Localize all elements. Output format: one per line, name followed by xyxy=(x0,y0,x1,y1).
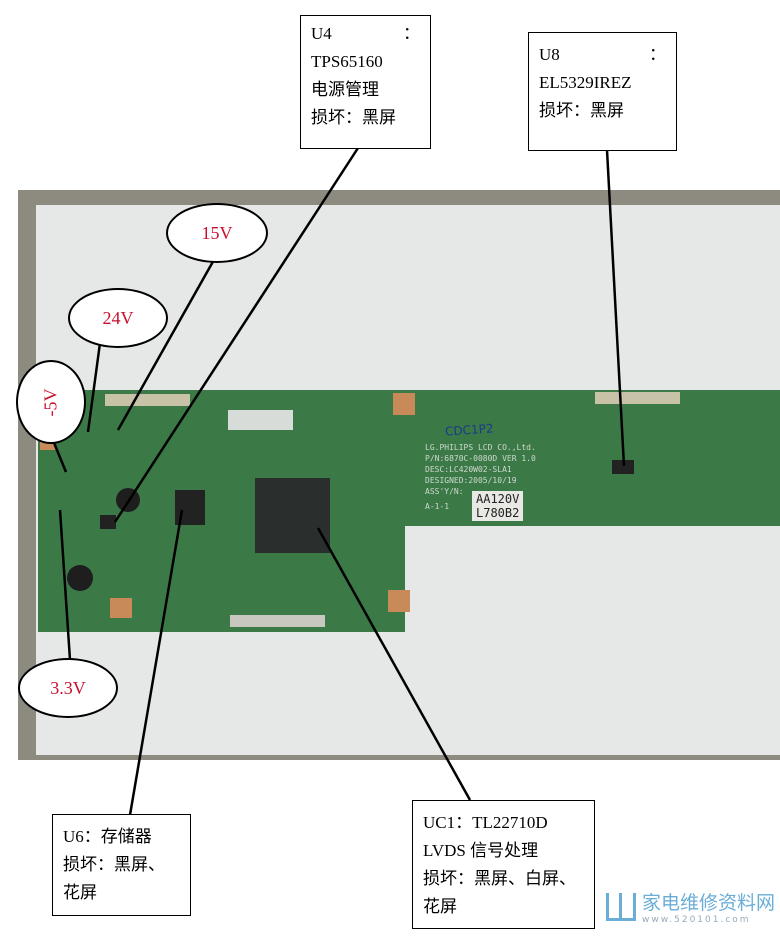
callout-title: U4 xyxy=(311,24,332,43)
chip-u4 xyxy=(100,515,116,529)
silk-line: LG.PHILIPS LCD CO.,Ltd. xyxy=(425,443,536,452)
callout-function: 电源管理 xyxy=(311,80,379,99)
callout-fault-cont: 花屏 xyxy=(423,897,457,916)
mount-pad xyxy=(388,590,410,612)
voltage-24v: 24V xyxy=(68,288,168,348)
callout-u6: U6：存储器 损坏：黑屏、 花屏 xyxy=(52,814,191,916)
colon: ： xyxy=(403,24,420,43)
book-icon xyxy=(606,892,636,921)
sticker-line: AA120V xyxy=(476,492,520,506)
callout-part: EL5329IREZ xyxy=(539,73,632,92)
callout-function: LVDS 信号处理 xyxy=(423,841,539,860)
inductor xyxy=(67,565,93,591)
white-pad xyxy=(228,410,293,430)
pcb-board xyxy=(38,390,780,632)
silk-line: ASS'Y/N: xyxy=(425,487,464,496)
callout-fault: 损坏：黑屏 xyxy=(539,101,624,120)
callout-part: TPS65160 xyxy=(311,52,383,71)
callout-fault: 损坏：黑屏 xyxy=(311,108,396,127)
sticker-line: L780B2 xyxy=(476,506,520,520)
callout-title: U6：存储器 xyxy=(63,827,152,846)
mount-pad xyxy=(393,393,415,415)
chip-uc1 xyxy=(255,478,330,553)
silk-line: DESC:LC420W02-SLA1 xyxy=(425,465,512,474)
callout-u4: U4 ： TPS65160 电源管理 损坏：黑屏 xyxy=(300,15,431,149)
voltage-15v: 15V xyxy=(166,203,268,263)
callout-title: UC1：TL22710D xyxy=(423,813,548,832)
chip-u8 xyxy=(612,460,634,474)
callout-title: U8 xyxy=(539,45,560,64)
site-logo: 家电维修资料网 www.520101.com xyxy=(606,888,775,925)
silk-line: A-1-1 xyxy=(425,502,450,511)
logo-url: www.520101.com xyxy=(642,915,751,925)
voltage-neg5v: -5V xyxy=(16,360,86,444)
silk-line: P/N:6870C-0080D VER 1.0 xyxy=(425,454,536,463)
callout-fault: 损坏：黑屏、白屏、 xyxy=(423,869,576,888)
logo-name: 家电维修资料网 xyxy=(642,892,776,914)
voltage-label: -5V xyxy=(40,388,61,416)
voltage-3v3: 3.3V xyxy=(18,658,118,718)
leader-lines xyxy=(50,147,626,816)
board-sticker: AA120V L780B2 xyxy=(472,491,524,521)
connector xyxy=(230,615,325,627)
callout-uc1: UC1：TL22710D LVDS 信号处理 损坏：黑屏、白屏、 花屏 xyxy=(412,800,595,929)
colon: ： xyxy=(649,45,666,64)
mount-pad xyxy=(110,598,132,618)
callout-fault: 损坏：黑屏、 xyxy=(63,855,165,874)
silk-line: DESIGNED:2005/10/19 xyxy=(425,476,517,485)
connector xyxy=(105,394,190,406)
callout-u8: U8 ： EL5329IREZ 损坏：黑屏 xyxy=(528,32,677,151)
connector xyxy=(595,392,680,404)
board-silkscreen: LG.PHILIPS LCD CO.,Ltd. P/N:6870C-0080D … xyxy=(425,442,536,512)
callout-fault-cont: 花屏 xyxy=(63,883,97,902)
